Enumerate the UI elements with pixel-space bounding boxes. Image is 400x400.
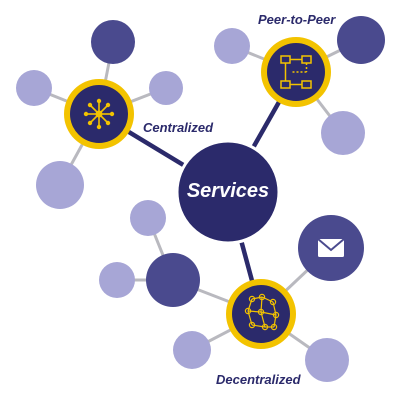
satellite-node bbox=[321, 111, 365, 155]
hub-label-decentralized: Decentralized bbox=[216, 372, 301, 387]
services-node bbox=[175, 139, 281, 245]
satellite-node bbox=[16, 70, 52, 106]
services-core bbox=[175, 139, 281, 245]
satellite-node bbox=[214, 28, 250, 64]
centralized-star-icon bbox=[83, 98, 115, 130]
satellite-nodes bbox=[16, 16, 385, 382]
decentralized-mesh-icon bbox=[244, 293, 280, 331]
hub-centralized bbox=[64, 79, 134, 149]
services-label: Services bbox=[186, 180, 270, 202]
satellite-node bbox=[91, 20, 135, 64]
hub-label-centralized: Centralized bbox=[143, 120, 214, 135]
satellite-node bbox=[173, 331, 211, 369]
satellite-node bbox=[36, 161, 84, 209]
hub-label-peer-to-peer: Peer-to-Peer bbox=[258, 12, 336, 27]
satellite-node bbox=[337, 16, 385, 64]
hub-peer-to-peer bbox=[261, 37, 331, 107]
satellite-node bbox=[130, 200, 166, 236]
envelope-icon bbox=[317, 238, 345, 257]
satellite-node bbox=[305, 338, 349, 382]
satellite-node bbox=[99, 262, 135, 298]
hub-core bbox=[267, 43, 325, 101]
hub-decentralized bbox=[226, 279, 296, 349]
satellite-node bbox=[149, 71, 183, 105]
peer-to-peer-network-icon bbox=[280, 55, 312, 89]
satellite-node bbox=[146, 253, 200, 307]
